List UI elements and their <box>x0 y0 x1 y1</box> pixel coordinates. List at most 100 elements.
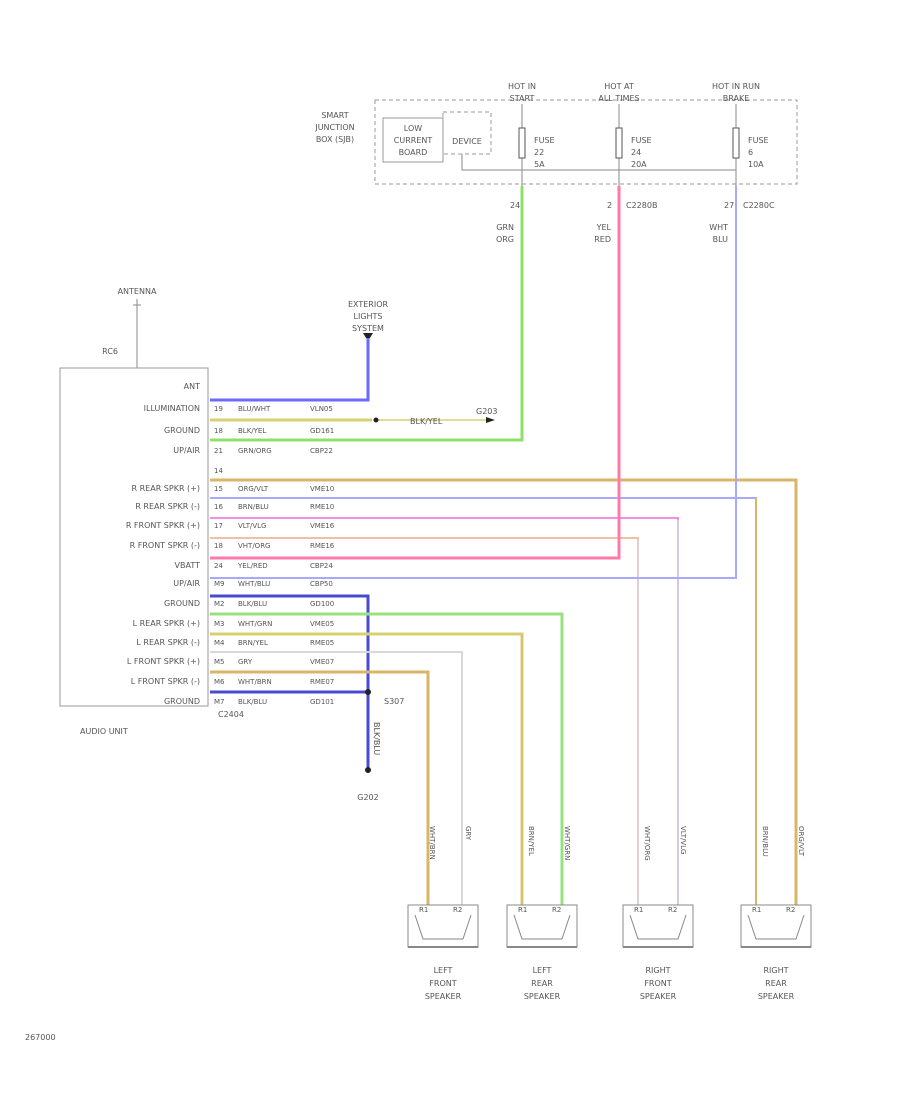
speaker-pin: R2 <box>453 906 462 914</box>
speaker-wire-label: ORG/VLT <box>797 826 805 857</box>
wire-ground-1 <box>210 594 370 770</box>
circuit-label: RME05 <box>310 639 334 647</box>
audio-unit: AUDIO UNIT C2404 ANTILLUMINATIONGROUNDUP… <box>59 367 244 736</box>
speaker-pin: R1 <box>518 906 527 914</box>
low-current-board <box>382 117 444 163</box>
wire-color-1b: ORG <box>496 235 514 244</box>
speaker-label: RIGHT <box>645 966 670 975</box>
pin-label: GROUND <box>164 697 200 706</box>
hot-label-3b: BRAKE <box>723 94 750 103</box>
speaker-label: SPEAKER <box>425 992 462 1001</box>
pin-number: M2 <box>214 600 225 608</box>
circuit-label: GD100 <box>310 600 334 608</box>
connector-c2280b: C2280B <box>626 201 657 210</box>
circuit-label: VME05 <box>310 620 334 628</box>
fuse-1-label: FUSE <box>534 136 555 145</box>
wire-color-2a: YEL <box>596 223 612 232</box>
circuit-label: VME07 <box>310 658 334 666</box>
speaker-cone <box>414 914 472 940</box>
wire-color-label: GRY <box>238 658 253 666</box>
pin-number: M5 <box>214 658 225 666</box>
ground-g202-dot <box>365 767 371 773</box>
fuse-2-rating: 20A <box>631 160 647 169</box>
speaker-label: SPEAKER <box>758 992 795 1001</box>
sjb-outline <box>374 99 798 185</box>
wire-r-front-plus <box>210 517 679 905</box>
hot-label-1a: HOT IN <box>508 82 536 91</box>
speaker-label: LEFT <box>533 966 552 975</box>
hot-label-3a: HOT IN RUN <box>712 82 760 91</box>
hot-label-2b: ALL TIMES <box>598 94 639 103</box>
speaker-body <box>407 904 479 948</box>
circuit-label: VME10 <box>310 485 334 493</box>
ext-lights-label-2: LIGHTS <box>354 312 383 321</box>
speaker-body <box>740 904 812 948</box>
wire-color-label: WHT/BRN <box>238 678 272 686</box>
splice-vert-label: BLK/BLU <box>372 722 381 755</box>
sjb-label-1: SMART <box>321 111 348 120</box>
pin-label: UP/AIR <box>173 579 200 588</box>
harness-wires: BLK/YEL G203 S307 BLK/BLU G202 <box>210 186 798 905</box>
antenna: ANTENNA RC6 <box>102 287 157 368</box>
circuit-label: GD161 <box>310 427 334 435</box>
wire-color-label: WHT/BLU <box>238 580 270 588</box>
speaker-wire-label: WHT/ORG <box>643 826 651 861</box>
pin-number: M4 <box>214 639 225 647</box>
pin-label: R REAR SPKR (-) <box>135 502 200 511</box>
wire-color-3b: BLU <box>713 235 729 244</box>
pin-label: L FRONT SPKR (+) <box>127 657 200 666</box>
wire-color-label: GRN/ORG <box>238 447 272 455</box>
speaker-cone <box>513 914 571 940</box>
pin-27: 27 <box>724 201 734 210</box>
wire-color-label: YEL/RED <box>237 562 268 570</box>
pin-number: M9 <box>214 580 225 588</box>
pin-number: 19 <box>214 405 223 413</box>
pin-number: M3 <box>214 620 225 628</box>
speaker-label: REAR <box>765 979 787 988</box>
speaker-wire-label: BRN/BLU <box>761 826 769 857</box>
audio-unit-connector: C2404 <box>218 710 244 719</box>
pin-label: R FRONT SPKR (+) <box>126 521 200 530</box>
wire-upair-green <box>210 186 524 442</box>
speaker-body <box>622 904 694 948</box>
wire-color-label: BLU/WHT <box>238 405 271 413</box>
pin-label: L REAR SPKR (+) <box>133 619 200 628</box>
pin-label: UP/AIR <box>173 446 200 455</box>
speaker-pin: R1 <box>419 906 428 914</box>
speaker-label: RIGHT <box>763 966 788 975</box>
device-box <box>442 111 492 155</box>
speaker-wire-label: VLT/VLG <box>679 826 687 854</box>
pin-number: 17 <box>214 522 223 530</box>
fuse-3-label: FUSE <box>748 136 769 145</box>
pin-number: 24 <box>214 562 223 570</box>
sjb-label-2: JUNCTION <box>314 123 354 132</box>
wire-color-1a: GRN <box>496 223 514 232</box>
wire-color-label: BRN/YEL <box>238 639 268 647</box>
sjb-label-3: BOX (SJB) <box>316 135 354 144</box>
circuit-label: VME16 <box>310 522 335 530</box>
wire-color-label: ORG/VLT <box>238 485 269 493</box>
ground-illum-wire-label: BLK/YEL <box>410 417 443 426</box>
pin-label: GROUND <box>164 599 200 608</box>
speaker-label: SPEAKER <box>640 992 677 1001</box>
pin-number: 21 <box>214 447 223 455</box>
pin-label: ILLUMINATION <box>144 404 200 413</box>
circuit-label: VLN05 <box>310 405 333 413</box>
circuit-label: CBP22 <box>310 447 333 455</box>
speaker-cone <box>629 914 687 940</box>
wire-color-label: BLK/YEL <box>238 427 266 435</box>
splice-label: S307 <box>384 697 404 706</box>
circuit-label: GD101 <box>310 698 334 706</box>
exterior-lights-system: EXTERIOR LIGHTS SYSTEM <box>348 300 388 341</box>
pin-number: M6 <box>214 678 225 686</box>
speaker-wire-label: BRN/YEL <box>527 826 535 856</box>
pin-label: R REAR SPKR (+) <box>132 484 200 493</box>
antenna-connector: RC6 <box>102 347 118 356</box>
wire-color-label: VLT/VLG <box>238 522 266 530</box>
wire-vbatt <box>210 186 621 560</box>
